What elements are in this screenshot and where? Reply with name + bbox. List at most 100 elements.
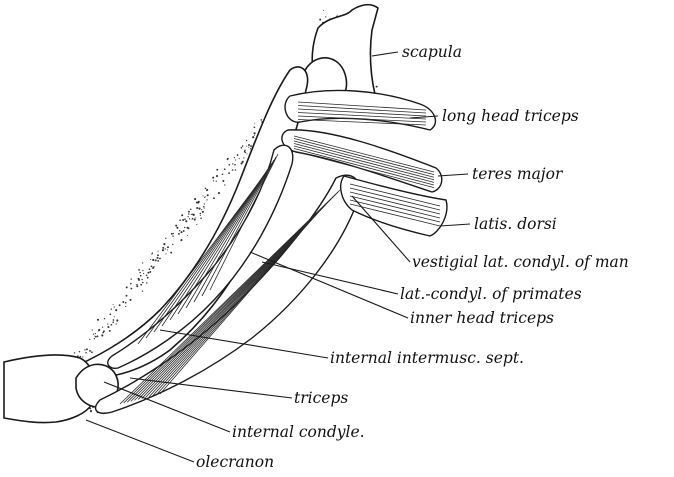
- stipple-dot: [196, 224, 197, 225]
- stipple-dot: [130, 283, 132, 285]
- stipple-dot: [254, 132, 256, 134]
- stipple-dot: [187, 216, 188, 217]
- stipple-dot: [254, 123, 255, 124]
- stipple-dot: [102, 327, 103, 328]
- label-inner-head-triceps: inner head triceps: [410, 309, 554, 327]
- stipple-dot: [91, 351, 93, 353]
- stipple-dot: [181, 239, 183, 241]
- stipple-dot: [194, 219, 196, 221]
- leader-olecranon: [86, 420, 194, 462]
- stipple-dot: [187, 227, 189, 229]
- stipple-dot: [79, 351, 80, 352]
- stipple-dot: [165, 253, 166, 254]
- stipple-dot: [246, 153, 247, 154]
- stipple-dot: [224, 168, 226, 170]
- stipple-dot: [97, 335, 99, 337]
- stipple-dot: [191, 214, 192, 215]
- stipple-dot: [216, 181, 217, 182]
- stipple-dot: [246, 146, 247, 147]
- stipple-dot: [173, 233, 174, 234]
- stipple-dot: [153, 259, 154, 260]
- stipple-dot: [86, 348, 88, 350]
- stipple-dot: [181, 231, 183, 233]
- stipple-dot: [114, 306, 115, 307]
- stipple-dot: [181, 214, 183, 216]
- stipple-dot: [190, 209, 192, 211]
- stipple-dot: [90, 410, 92, 412]
- stipple-dot: [107, 326, 109, 328]
- stipple-dot: [111, 309, 112, 310]
- stipple-dot: [140, 284, 142, 286]
- stipple-dot: [146, 282, 147, 283]
- stipple-dot: [152, 268, 153, 269]
- stipple-dot: [80, 356, 81, 357]
- stipple-dot: [196, 202, 198, 204]
- stipple-dot: [204, 208, 205, 209]
- stipple-dot: [112, 322, 114, 324]
- stipple-dot: [188, 213, 189, 214]
- stipple-dot: [101, 334, 103, 336]
- stipple-dot: [165, 248, 166, 249]
- stipple-dot: [325, 16, 326, 17]
- stipple-dot: [206, 189, 208, 191]
- stipple-dot: [155, 259, 157, 261]
- stipple-dot: [178, 233, 180, 235]
- stipple-dot: [244, 151, 246, 153]
- stipple-dot: [150, 259, 151, 260]
- label-internal-intermusc-sept: internal intermusc. sept.: [330, 349, 524, 367]
- stipple-dot: [212, 177, 214, 179]
- stipple-dot: [196, 207, 198, 209]
- stipple-dot: [184, 218, 186, 220]
- stipple-dot: [175, 225, 177, 227]
- stipple-dot: [95, 336, 97, 338]
- stipple-dot: [234, 157, 235, 158]
- stipple-dot: [242, 161, 244, 163]
- label-olecranon: olecranon: [196, 453, 274, 471]
- label-lat-condyl-primates: lat.-condyl. of primates: [400, 285, 582, 303]
- stipple-dot: [192, 218, 193, 219]
- stipple-dot: [200, 218, 202, 220]
- stipple-dot: [165, 238, 166, 239]
- stipple-dot: [200, 215, 201, 216]
- stipple-dot: [260, 119, 262, 121]
- stipple-dot: [95, 333, 96, 334]
- stipple-dot: [131, 278, 132, 279]
- stipple-dot: [170, 252, 172, 254]
- stipple-dot: [153, 266, 154, 267]
- stipple-dot: [235, 169, 236, 170]
- stipple-dot: [179, 219, 181, 221]
- stipple-dot: [189, 218, 190, 219]
- stipple-dot: [115, 309, 117, 311]
- leader-scapula: [372, 52, 398, 56]
- stipple-dot: [138, 269, 140, 271]
- stipple-dot: [131, 288, 133, 290]
- stipple-dot: [114, 316, 115, 317]
- stipple-dot: [216, 169, 218, 171]
- stipple-dot: [146, 275, 148, 277]
- stipple-dot: [224, 184, 225, 185]
- stipple-dot: [254, 127, 256, 129]
- label-teres-major: teres major: [472, 165, 564, 183]
- stipple-dot: [207, 194, 209, 196]
- stipple-dot: [163, 243, 165, 245]
- stipple-dot: [97, 319, 99, 321]
- stipple-dot: [147, 272, 149, 274]
- stipple-dot: [151, 266, 153, 268]
- stipple-dot: [126, 295, 128, 297]
- stipple-dot: [141, 279, 142, 280]
- stipple-dot: [243, 157, 244, 158]
- stipple-dot: [109, 330, 111, 332]
- stipple-dot: [232, 163, 233, 164]
- stipple-dot: [94, 338, 95, 339]
- stipple-dot: [152, 252, 153, 253]
- stipple-dot: [89, 350, 91, 352]
- stipple-dot: [184, 227, 185, 228]
- stipple-dot: [200, 213, 202, 215]
- stipple-dot: [172, 244, 173, 245]
- stipple-dot: [250, 145, 252, 147]
- stipple-dot: [111, 324, 113, 326]
- stipple-dot: [142, 290, 143, 291]
- stipple-dot: [194, 198, 196, 200]
- leader-latis-dorsi: [440, 224, 470, 226]
